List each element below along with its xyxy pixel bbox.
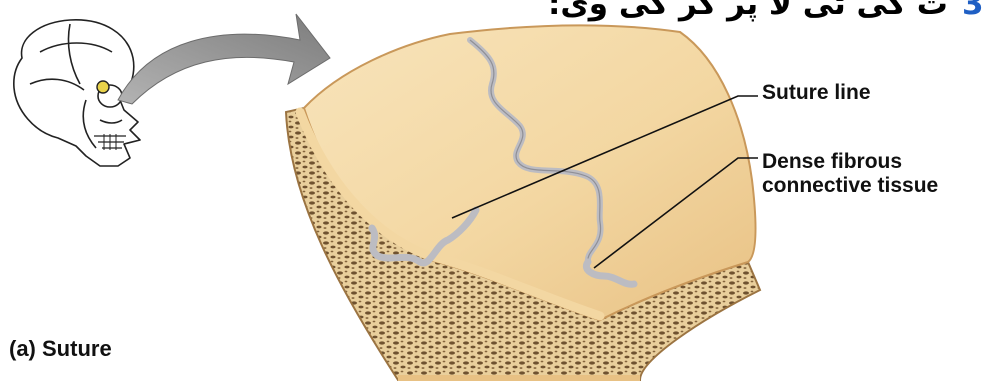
dense-tissue-label-line2: connective tissue (762, 174, 938, 198)
pointer-arrow (118, 14, 330, 104)
dense-tissue-label: Dense fibrous connective tissue (762, 150, 938, 198)
highlight-marker (97, 81, 109, 93)
heading-number: 3 (962, 0, 984, 22)
dense-tissue-label-line1: Dense fibrous (762, 150, 938, 174)
skull-icon (14, 20, 140, 166)
page-heading: ت کی ٹی لا پر کر کی وی: (548, 0, 948, 22)
bone-block (286, 25, 760, 380)
suture-line-label: Suture line (762, 81, 871, 105)
figure-caption: (a) Suture (9, 336, 112, 362)
